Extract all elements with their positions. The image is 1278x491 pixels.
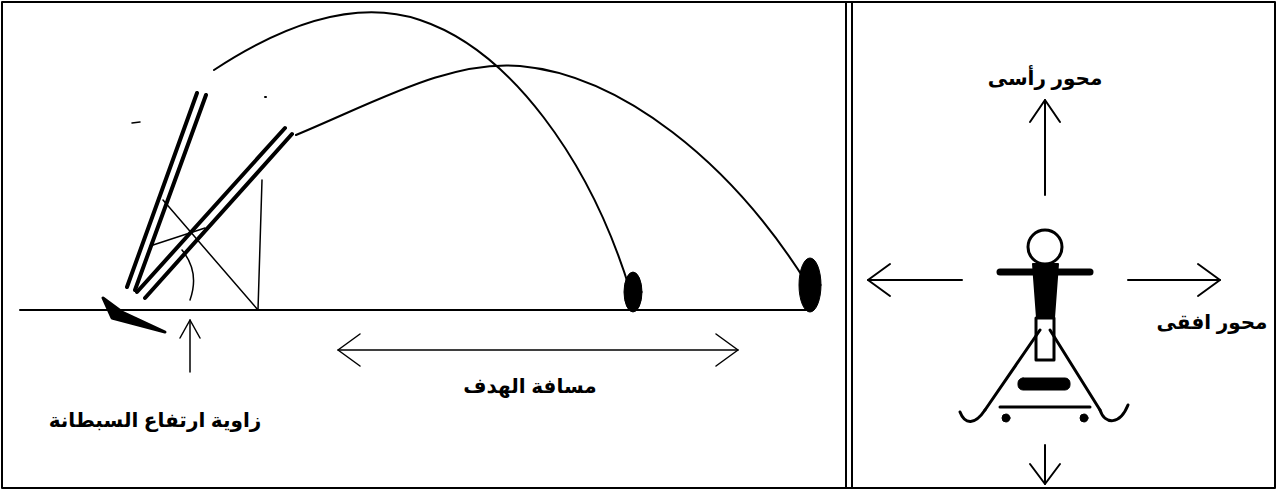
- speck: [132, 122, 140, 123]
- bipod-leg: [985, 330, 1040, 410]
- ground-line: [20, 309, 812, 311]
- trajectory: [214, 12, 630, 290]
- barrel-top-view: [1036, 318, 1054, 360]
- horizontal-axis-arrow: [1198, 264, 1220, 296]
- pointer-arrow: [180, 320, 200, 338]
- trajectory: [296, 65, 808, 285]
- vertical-axis-arrow: [1030, 464, 1060, 484]
- handle: [1002, 414, 1010, 422]
- callout-label: زاوية ارتفاع السبطانة: [46, 408, 265, 432]
- callout-label: مسافة الهدف: [460, 374, 599, 398]
- axis-label: محور افقى: [1154, 310, 1271, 334]
- target: [624, 272, 642, 312]
- base-plate: [103, 298, 165, 332]
- distance-arrow: [338, 334, 360, 366]
- vertical-axis-arrow: [1030, 100, 1060, 122]
- horizontal-axis-arrow: [1128, 279, 1220, 281]
- mortar-barrel: [137, 128, 285, 292]
- head: [1028, 230, 1062, 264]
- foot: [960, 410, 985, 422]
- bipod-leg: [150, 228, 205, 246]
- bipod-leg: [258, 180, 262, 310]
- base-plate: [1018, 378, 1070, 390]
- torso: [1033, 264, 1058, 318]
- horizontal-axis-arrow: [868, 264, 890, 296]
- mortar-barrel: [145, 134, 292, 298]
- bipod-leg: [1050, 330, 1100, 410]
- traverse-bar: [1000, 406, 1090, 409]
- mortar-barrel: [135, 95, 206, 290]
- speck: [265, 96, 266, 98]
- distance-arrow: [716, 334, 738, 366]
- mortar-barrel: [127, 93, 197, 287]
- handle: [1080, 414, 1088, 422]
- bipod-leg: [163, 200, 258, 310]
- vertical-axis-arrow: [1044, 445, 1046, 484]
- pointer-arrow: [189, 320, 191, 372]
- target: [799, 258, 821, 312]
- axis-label: محور رأسى: [985, 66, 1106, 90]
- horizontal-axis-arrow: [868, 279, 962, 281]
- divider: [851, 2, 853, 488]
- vertical-axis-arrow: [1044, 100, 1046, 195]
- foot: [1100, 405, 1128, 421]
- distance-arrow: [338, 349, 738, 351]
- angle-arc: [182, 250, 194, 300]
- divider: [845, 2, 847, 488]
